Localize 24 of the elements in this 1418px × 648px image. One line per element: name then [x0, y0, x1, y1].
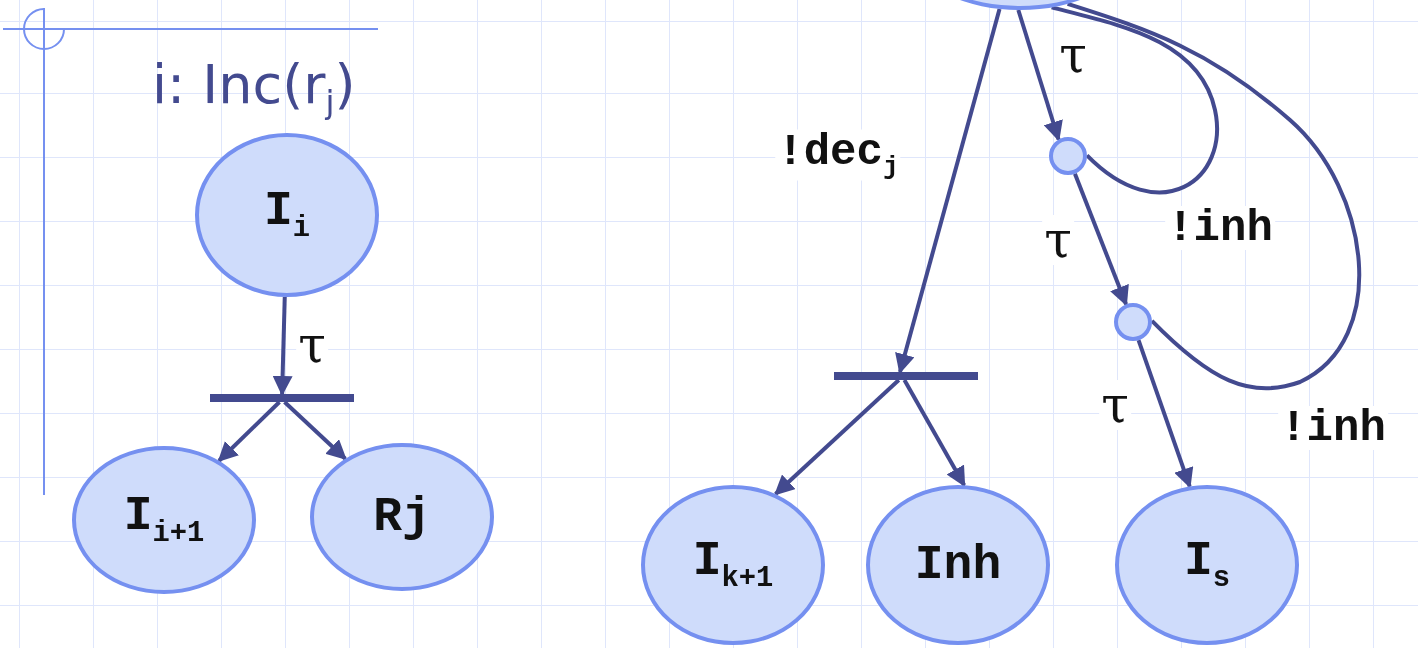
sync-bar: [210, 394, 354, 402]
state-circle: [1114, 303, 1152, 341]
state-label: I$_{k+1}$: [692, 536, 774, 594]
edge-label: τ: [1042, 215, 1074, 265]
arrow: [1016, 9, 1063, 142]
state-label: I$_{i}$: [263, 186, 311, 244]
arrow: [283, 400, 347, 461]
arrow: [902, 379, 966, 487]
diagram-title: i: Inc(r$_{j}$): [152, 58, 356, 119]
edge-label: τ: [1099, 380, 1131, 430]
arrow: [272, 296, 293, 396]
state-label: Inh: [914, 541, 1002, 589]
arrow: [895, 8, 1002, 374]
state-label: I$_{i+1}$: [123, 491, 205, 549]
state-label: I$_{s}$: [1183, 536, 1231, 594]
sync-bar: [834, 372, 978, 380]
state-label: Rj: [373, 493, 431, 541]
edge-label: !inh: [1278, 406, 1388, 450]
state-circle: [1049, 137, 1087, 175]
arrow: [1073, 172, 1129, 307]
arrow: [774, 378, 901, 496]
edge-label: !dec$_{j}$: [775, 129, 901, 181]
connector-line: [1067, 2, 1361, 391]
edge-label: !inh: [1165, 206, 1275, 250]
